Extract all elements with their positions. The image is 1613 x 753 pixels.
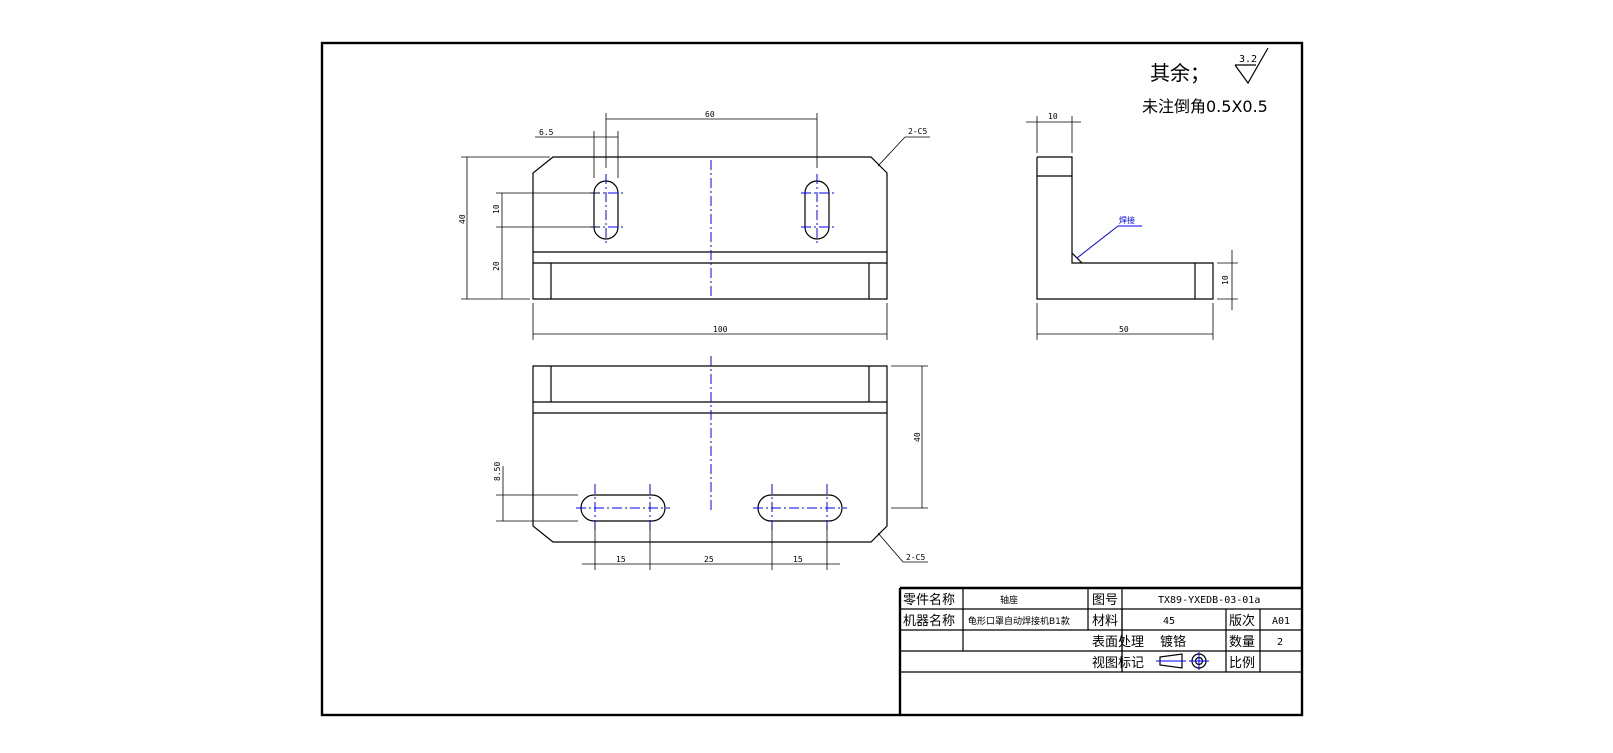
roughness-value: 3.2 bbox=[1239, 54, 1257, 65]
drawing-frame bbox=[320, 41, 1304, 717]
side-view bbox=[1036, 156, 1214, 300]
roughness-symbol bbox=[1234, 47, 1269, 85]
dim-bottom-height: 40 bbox=[913, 432, 922, 442]
dim-front-height: 40 bbox=[458, 214, 467, 224]
dim-side-base-height: 10 bbox=[1221, 275, 1230, 285]
tb-view-mark-label: 视图标记 bbox=[1092, 656, 1144, 671]
title-block bbox=[898, 586, 1302, 715]
dim-side-length: 50 bbox=[1119, 325, 1129, 334]
tb-drawing-no-value: TX89-YXEDB-03-01a bbox=[1158, 595, 1260, 606]
rest-roughness-label: 其余； bbox=[1150, 61, 1210, 85]
front-dimensions bbox=[461, 113, 930, 340]
dim-bottom-slot-len-left: 15 bbox=[616, 555, 626, 564]
dim-front-slot-length: 10 bbox=[492, 204, 501, 214]
dim-front-lower: 20 bbox=[492, 261, 501, 271]
tb-drawing-no-label: 图号 bbox=[1092, 593, 1118, 608]
projection-symbol-icon bbox=[1156, 652, 1209, 670]
tb-revision-value: A01 bbox=[1272, 616, 1290, 627]
tb-part-name-label: 零件名称 bbox=[903, 592, 955, 608]
dim-front-slot-width: 6.5 bbox=[539, 128, 554, 137]
tb-surface-value: 镀铬 bbox=[1160, 634, 1186, 650]
chamfer-note: 未注倒角0.5X0.5 bbox=[1142, 97, 1268, 116]
front-view bbox=[532, 156, 888, 300]
tb-quantity-value: 2 bbox=[1277, 637, 1283, 648]
tb-machine-name-value: 龟形口罩自动焊接机B1款 bbox=[968, 615, 1070, 627]
tb-machine-name-label: 机器名称 bbox=[903, 613, 955, 629]
chamfer-bottom-label: 2-C5 bbox=[906, 553, 925, 562]
tb-scale-label: 比例 bbox=[1229, 656, 1255, 671]
tb-part-name-value: 轴座 bbox=[1000, 594, 1018, 606]
weld-label: 焊接 bbox=[1119, 215, 1135, 225]
dim-bottom-slot-len-right: 15 bbox=[793, 555, 803, 564]
dim-front-slot-spacing: 60 bbox=[705, 110, 715, 119]
tb-revision-label: 版次 bbox=[1229, 613, 1255, 629]
tb-quantity-label: 数量 bbox=[1229, 635, 1255, 650]
bottom-view bbox=[532, 356, 888, 543]
dim-side-thickness: 10 bbox=[1048, 112, 1058, 121]
dim-bottom-slot-offset: 8.50 bbox=[493, 462, 502, 481]
tb-surface-label: 表面处理 bbox=[1092, 635, 1144, 650]
bottom-dimensions bbox=[496, 365, 928, 570]
tb-material-label: 材料 bbox=[1092, 614, 1118, 629]
dim-front-width: 100 bbox=[713, 325, 728, 334]
chamfer-top-label: 2-C5 bbox=[908, 127, 927, 136]
side-dimensions bbox=[1026, 116, 1238, 340]
tb-material-value: 45 bbox=[1163, 616, 1175, 627]
dim-bottom-slot-spacing: 25 bbox=[704, 555, 714, 564]
